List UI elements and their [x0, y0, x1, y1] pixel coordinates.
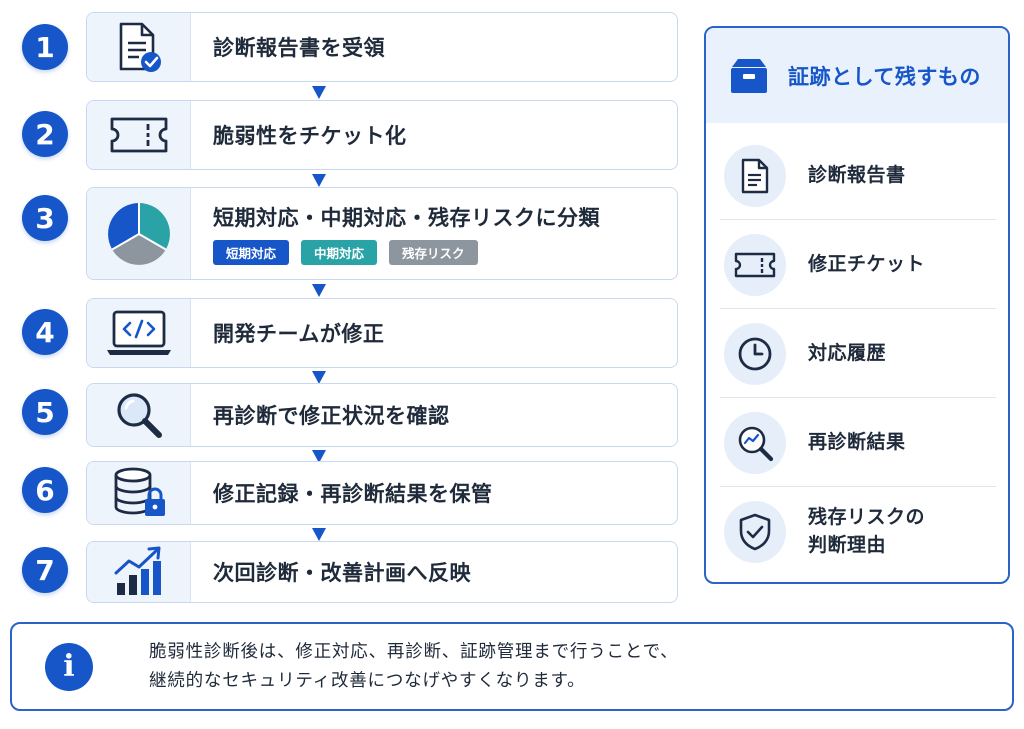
step-label-5: 再診断で修正状況を確認 — [213, 404, 450, 428]
ticket-icon — [724, 234, 786, 296]
evidence-item-ticket: 修正チケット — [720, 221, 996, 309]
step-number-3: 3 — [22, 195, 68, 241]
step-number-7: 7 — [22, 547, 68, 593]
evidence-item-report: 診断報告書 — [720, 132, 996, 220]
step-number-6: 6 — [22, 467, 68, 513]
info-line-1: 脆弱性診断後は、修正対応、再診断、証跡管理まで行うことで、 — [149, 641, 679, 662]
step-card-2: 脆弱性をチケット化 — [86, 100, 678, 170]
step-label-2: 脆弱性をチケット化 — [213, 124, 407, 148]
evidence-item-residual-risk: 残存リスクの 判断理由 — [720, 488, 996, 576]
evidence-item-label: 再診断結果 — [808, 431, 906, 454]
magnifier-trend-icon — [724, 412, 786, 474]
evidence-panel: 証跡として残すもの 診断報告書 修正チケット — [704, 26, 1010, 584]
magnifier-icon — [87, 384, 191, 446]
evidence-panel-title: 証跡として残すもの — [788, 64, 981, 89]
laptop-code-icon — [87, 299, 191, 367]
arrow-down-icon — [312, 86, 326, 99]
step-card-1: 診断報告書を受領 — [86, 12, 678, 82]
step-card-5: 再診断で修正状況を確認 — [86, 383, 678, 447]
pie-chart-icon — [87, 188, 191, 279]
step-label-4: 開発チームが修正 — [213, 322, 385, 346]
category-tags: 短期対応 中期対応 残存リスク — [213, 240, 677, 265]
evidence-item-label: 残存リスクの 判断理由 — [808, 506, 926, 556]
step-label-3: 短期対応・中期対応・残存リスクに分類 — [213, 206, 600, 230]
arrow-down-icon — [312, 450, 326, 463]
step-card-3: 短期対応・中期対応・残存リスクに分類 短期対応 中期対応 残存リスク — [86, 187, 678, 280]
step-label-7: 次回診断・改善計画へ反映 — [213, 561, 471, 585]
info-line-2: 継続的なセキュリティ改善につなげやすくなります。 — [149, 670, 586, 691]
document-icon — [724, 145, 786, 207]
archive-box-icon — [731, 58, 767, 93]
step-card-6: 修正記録・再診断結果を保管 — [86, 461, 678, 525]
evidence-item-label: 対応履歴 — [808, 342, 887, 365]
evidence-item-history: 対応履歴 — [720, 310, 996, 398]
step-card-7: 次回診断・改善計画へ反映 — [86, 541, 678, 603]
step-number-5: 5 — [22, 389, 68, 435]
step-card-4: 開発チームが修正 — [86, 298, 678, 368]
growth-chart-icon — [87, 542, 191, 602]
shield-check-icon — [724, 501, 786, 563]
step-label-1: 診断報告書を受領 — [213, 36, 385, 60]
arrow-down-icon — [312, 284, 326, 297]
divider — [720, 397, 996, 398]
evidence-panel-header: 証跡として残すもの — [706, 28, 1008, 123]
step-label-6: 修正記録・再診断結果を保管 — [213, 482, 493, 506]
info-note: i 脆弱性診断後は、修正対応、再診断、証跡管理まで行うことで、 継続的なセキュリ… — [10, 622, 1014, 711]
step-number-1: 1 — [22, 24, 68, 70]
info-icon: i — [45, 642, 93, 691]
ticket-icon — [87, 101, 191, 169]
arrow-down-icon — [312, 174, 326, 187]
info-text: 脆弱性診断後は、修正対応、再診断、証跡管理まで行うことで、 継続的なセキュリティ… — [149, 638, 678, 696]
tag-residual-risk: 残存リスク — [389, 240, 478, 265]
divider — [720, 486, 996, 487]
arrow-down-icon — [312, 371, 326, 384]
clock-icon — [724, 323, 786, 385]
evidence-item-label: 修正チケット — [808, 253, 926, 276]
step-number-2: 2 — [22, 111, 68, 157]
step-number-4: 4 — [22, 309, 68, 355]
evidence-item-label: 診断報告書 — [808, 164, 906, 187]
evidence-item-rescan: 再診断結果 — [720, 399, 996, 487]
arrow-down-icon — [312, 528, 326, 541]
divider — [720, 308, 996, 309]
divider — [720, 219, 996, 220]
database-lock-icon — [87, 462, 191, 524]
tag-short-term: 短期対応 — [213, 240, 290, 265]
tag-mid-term: 中期対応 — [301, 240, 378, 265]
document-check-icon — [87, 13, 191, 81]
